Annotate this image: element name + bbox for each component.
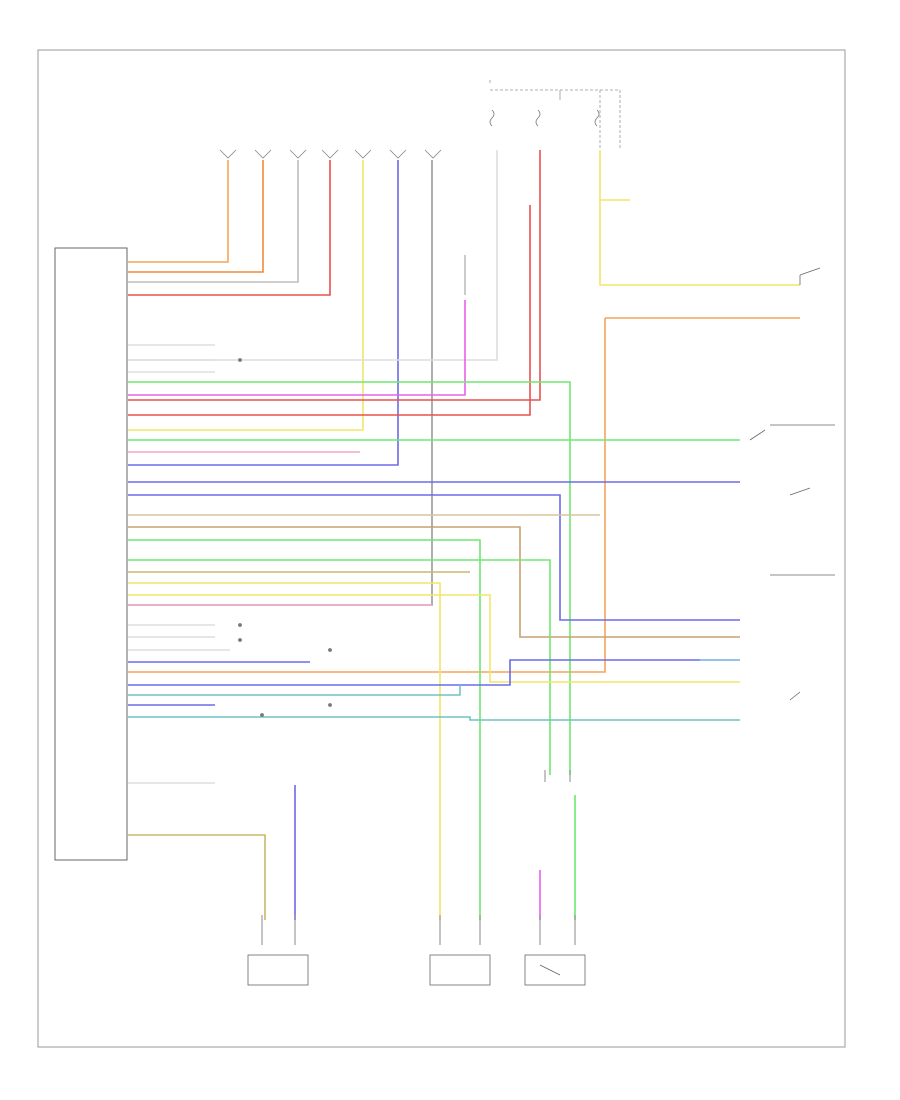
fuse-icon: [489, 109, 600, 127]
wire-bundle: [128, 344, 740, 920]
bottom-component-1: [247, 954, 309, 986]
switch-icon: [749, 267, 835, 701]
ground-icon: [238, 358, 332, 717]
switch-icon: [539, 964, 561, 976]
wire-bundle: [128, 150, 800, 673]
bottom-component-3: [524, 954, 586, 986]
connector-icon: [261, 770, 576, 945]
bottom-component-2: [429, 954, 491, 986]
module-box: [54, 247, 128, 861]
top-connector-icon: [219, 149, 442, 159]
fuse-block-outline: [489, 80, 621, 150]
diagram-frame: [37, 49, 846, 1048]
